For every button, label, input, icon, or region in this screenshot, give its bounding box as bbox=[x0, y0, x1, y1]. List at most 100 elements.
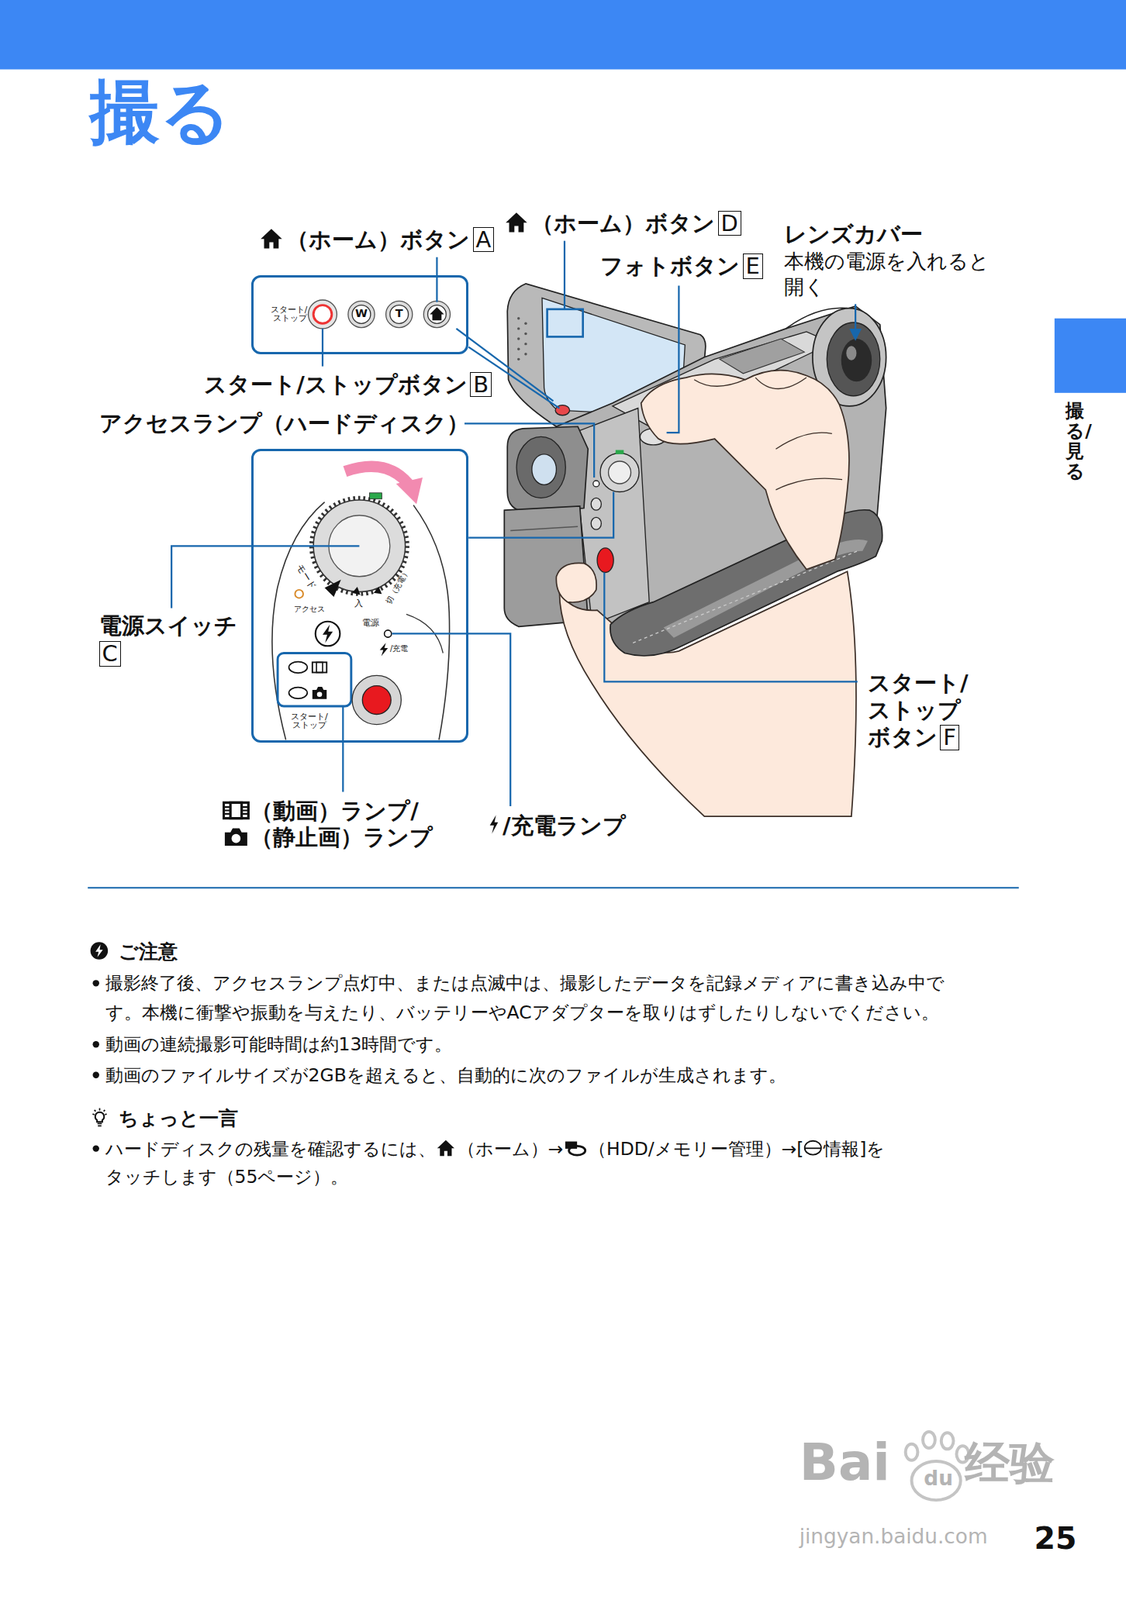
button-panel-inset bbox=[313, 305, 332, 325]
home-icon bbox=[259, 227, 284, 250]
camcorder-illustration bbox=[841, 338, 872, 382]
power-switch-inset bbox=[312, 662, 327, 673]
camcorder-illustration bbox=[590, 497, 601, 511]
watermark: du bbox=[923, 1467, 954, 1491]
film-icon bbox=[223, 807, 249, 815]
camcorder-illustration bbox=[517, 358, 520, 361]
camcorder-illustration bbox=[615, 450, 625, 455]
tip-text: 情報]を bbox=[823, 1138, 885, 1161]
watermark-paw bbox=[911, 1461, 961, 1501]
inset-panel: モードアクセス入切（充電）電源/充電スタート/ ストップ bbox=[251, 449, 469, 743]
leader-line bbox=[391, 633, 511, 806]
tip-heading: ちょっと一言 bbox=[89, 1106, 239, 1131]
film-icon bbox=[222, 799, 250, 823]
disk-icon bbox=[803, 1139, 823, 1158]
inset-text: 入 bbox=[354, 599, 363, 609]
power-switch-inset bbox=[362, 686, 391, 715]
power-switch-inset bbox=[352, 675, 401, 725]
inset-panel: スタート/ ストップWT bbox=[251, 275, 469, 354]
callout-label: 電源スイッチ bbox=[99, 611, 238, 640]
leader-line bbox=[455, 328, 553, 401]
button-panel-inset bbox=[308, 300, 338, 329]
page-title: 撮る bbox=[89, 77, 232, 148]
camcorder-illustration bbox=[510, 526, 578, 531]
callout-letter: B bbox=[469, 372, 492, 398]
power-switch-inset bbox=[384, 630, 392, 638]
note-heading: ご注意 bbox=[118, 940, 178, 964]
power-switch-inset bbox=[345, 466, 409, 484]
power-switch-inset bbox=[272, 466, 450, 741]
callout-label: （動画）ランプ/ bbox=[250, 797, 419, 825]
home-icon bbox=[504, 210, 529, 234]
bulb-icon bbox=[92, 1108, 107, 1116]
camcorder-illustration bbox=[517, 317, 528, 361]
leader-line bbox=[854, 303, 857, 331]
power-switch-inset bbox=[289, 662, 308, 674]
note-text: 動画の連続撮影可能時間は約13時間です。 bbox=[105, 1029, 453, 1060]
camcorder-illustration bbox=[826, 322, 880, 397]
button-letter: T bbox=[395, 308, 404, 321]
power-switch-inset bbox=[277, 652, 352, 706]
flash-icon bbox=[490, 815, 499, 835]
callout-letter: A bbox=[473, 227, 495, 253]
camcorder-illustration bbox=[524, 322, 527, 325]
camcorder-illustration bbox=[597, 548, 614, 574]
power-switch-inset bbox=[369, 493, 383, 500]
callout-label: アクセスランプ（ハードディスク） bbox=[99, 409, 470, 438]
callout-note: 本機の電源を入れると 開く bbox=[784, 249, 990, 299]
film-icon bbox=[230, 802, 242, 819]
camcorder-illustration bbox=[517, 337, 520, 340]
button-panel-inset bbox=[348, 300, 375, 328]
watermark-paw bbox=[941, 1433, 954, 1450]
inset-text: /充電 bbox=[390, 645, 408, 653]
watermark: jingyan.baidu.com bbox=[799, 1525, 988, 1549]
button-panel-inset bbox=[423, 300, 450, 328]
callout-label: （ホーム）ボタン bbox=[531, 210, 715, 237]
disk-icon bbox=[804, 1141, 822, 1156]
camera-icon bbox=[222, 825, 250, 849]
callout-letter: D bbox=[718, 210, 742, 236]
inset-text: スタート/ ストップ bbox=[287, 712, 332, 731]
arrowhead bbox=[849, 328, 862, 342]
camcorder-illustration bbox=[632, 551, 858, 643]
camcorder-illustration bbox=[846, 345, 857, 360]
camcorder-illustration bbox=[524, 352, 527, 356]
side-tab-label: 撮る/見る bbox=[1065, 400, 1085, 482]
note-text: 撮影終了後、アクセスランプ点灯中、または点滅中は、撮影したデータを記録メディアに… bbox=[105, 968, 951, 1028]
home-icon bbox=[261, 229, 284, 249]
watermark: Bai bbox=[799, 1433, 891, 1493]
leader-line bbox=[563, 241, 566, 310]
section-rule bbox=[87, 887, 1019, 889]
watermark-paw bbox=[905, 1432, 970, 1501]
tip-text: タッチします（55ページ）。 bbox=[105, 1162, 349, 1192]
callout-label: スタート/ストップボタンB bbox=[203, 370, 492, 399]
camcorder-illustration bbox=[547, 309, 584, 338]
section-rule bbox=[87, 887, 1019, 889]
tip-text: （ホーム）→ bbox=[457, 1138, 564, 1161]
camcorder-illustration bbox=[641, 370, 850, 570]
bullet-dot bbox=[93, 1145, 100, 1152]
leader-line bbox=[171, 545, 360, 608]
note-text: 動画のファイルサイズが2GBを超えると、自動的に次のファイルが生成されます。 bbox=[105, 1064, 787, 1087]
leader-line bbox=[464, 423, 595, 478]
watermark-paw bbox=[922, 1432, 936, 1449]
camera-icon bbox=[224, 828, 248, 846]
film-icon bbox=[223, 802, 249, 819]
header-bar bbox=[0, 0, 1126, 70]
callout-label: （静止画）ランプ bbox=[222, 823, 433, 852]
callout-label: 電源スイッチ bbox=[99, 612, 238, 639]
leader-line bbox=[321, 328, 324, 367]
bullet-dot bbox=[93, 1072, 100, 1079]
note-heading: ご注意 bbox=[89, 939, 179, 964]
arrowhead bbox=[849, 328, 862, 342]
tip-text: ハードディスクの残量を確認するには、 bbox=[105, 1138, 436, 1161]
inset-text: アクセス bbox=[293, 605, 325, 614]
button-panel-inset bbox=[390, 305, 409, 325]
warn-icon bbox=[89, 941, 109, 961]
warn-icon bbox=[95, 945, 104, 959]
bulb-icon bbox=[89, 1108, 110, 1128]
note-text: 動画のファイルサイズが2GBを超えると、自動的に次のファイルが生成されます。 bbox=[105, 1060, 787, 1091]
camcorder-illustration bbox=[556, 563, 597, 603]
